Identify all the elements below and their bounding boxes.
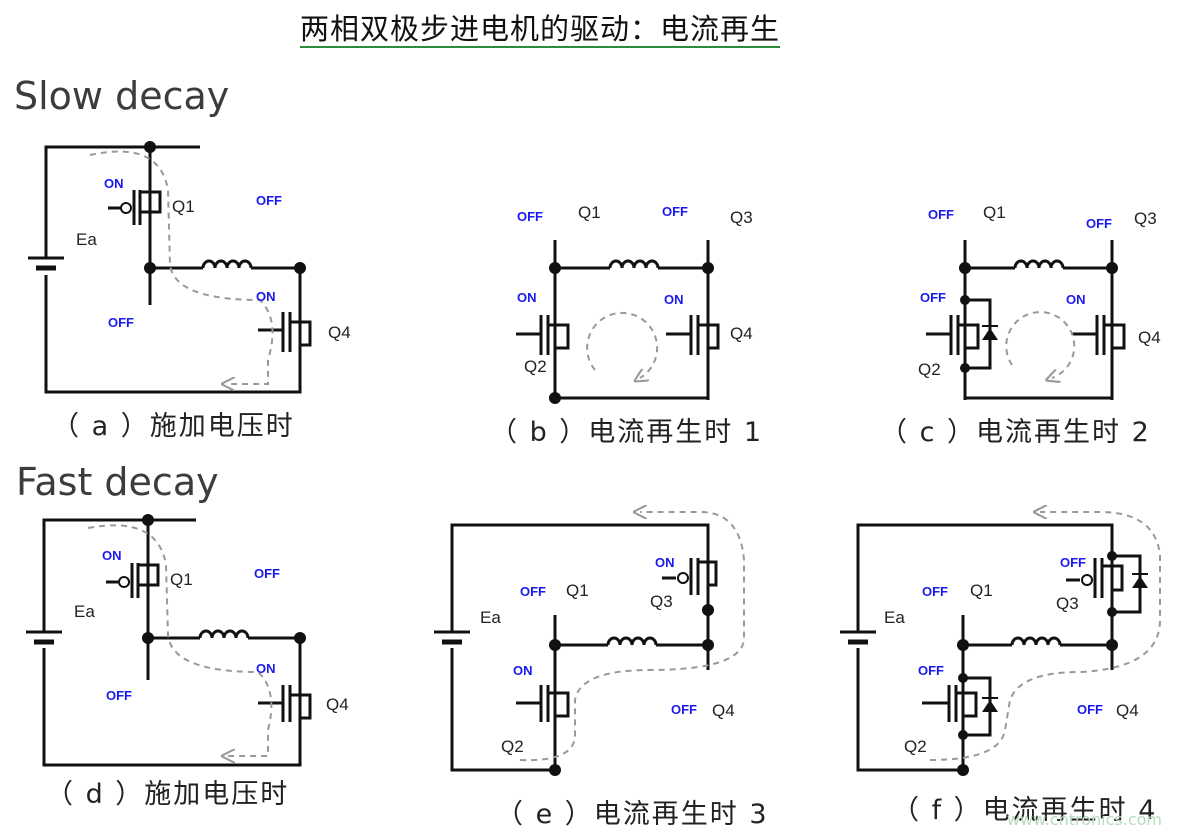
- label-q1-e: Q1: [566, 581, 589, 600]
- current-path-a: [89, 150, 274, 384]
- nodes-d: [142, 514, 306, 644]
- label-q1-d: Q1: [170, 570, 193, 589]
- coil-b: [608, 259, 660, 270]
- transistor-q4-a: [258, 312, 312, 352]
- battery-d: [26, 630, 62, 645]
- label-ea-d: Ea: [74, 602, 95, 621]
- state-q4-b: ON: [664, 292, 684, 307]
- state-q3-c: OFF: [1086, 216, 1112, 231]
- label-q4-c: Q4: [1138, 328, 1161, 347]
- caption-b: （ b ）电流再生时 1: [490, 417, 764, 448]
- label-ea-a: Ea: [76, 230, 97, 249]
- state-q4-d: ON: [256, 661, 276, 676]
- state-q3-d: OFF: [254, 566, 280, 581]
- label-q2-e: Q2: [501, 737, 524, 756]
- circuit-a: [44, 145, 302, 394]
- label-q2-f: Q2: [904, 737, 927, 756]
- state-q3-e: ON: [655, 555, 675, 570]
- state-q2-b: ON: [517, 290, 537, 305]
- section-slow-decay: Slow decay: [14, 74, 230, 118]
- current-loop-c: [1005, 311, 1076, 378]
- battery-a: [28, 256, 64, 271]
- label-ea-f: Ea: [884, 608, 905, 627]
- state-q3-a: OFF: [256, 193, 282, 208]
- state-q2-c: OFF: [920, 290, 946, 305]
- state-q2-f: OFF: [918, 663, 944, 678]
- circuit-f: [856, 523, 1142, 772]
- label-q1-c: Q1: [983, 203, 1006, 222]
- label-q3-b: Q3: [730, 208, 753, 227]
- diode-q2-f: [982, 700, 998, 712]
- caption-f: （ f ）电流再生时 4: [892, 795, 1158, 826]
- label-q3-f: Q3: [1056, 594, 1079, 613]
- state-q1-a: ON: [104, 176, 124, 191]
- gate-q3-e: [677, 572, 689, 584]
- current-path-e: [519, 512, 745, 762]
- diode-q3-f: [1132, 576, 1148, 588]
- coil-c: [1013, 259, 1065, 270]
- nodes-b: [549, 262, 714, 404]
- state-q3-b: OFF: [662, 204, 688, 219]
- caption-d: （ d ）施加电压时: [46, 779, 290, 810]
- label-q1-b: Q1: [578, 203, 601, 222]
- state-q3-f: OFF: [1060, 555, 1086, 570]
- gate-q1-d: [118, 576, 130, 588]
- watermark: www.cntronics.com: [1006, 810, 1162, 829]
- label-q4-f: Q4: [1116, 701, 1139, 720]
- coil-f: [1010, 636, 1062, 647]
- coil-a: [201, 259, 253, 270]
- circuit-e: [450, 523, 718, 772]
- state-q1-f: OFF: [922, 584, 948, 599]
- caption-c: （ c ）电流再生时 2: [880, 417, 1151, 448]
- caption-e: （ e ）电流再生时 3: [496, 799, 769, 830]
- battery-e: [434, 630, 470, 645]
- diode-c: [982, 328, 998, 340]
- figure-title: 两相双极步进电机的驱动：电流再生: [300, 6, 880, 48]
- current-path-d: [87, 524, 273, 756]
- state-q2-e: ON: [513, 663, 533, 678]
- coil-e: [606, 636, 658, 647]
- state-q2-d: OFF: [106, 688, 132, 703]
- state-q4-a: ON: [256, 289, 276, 304]
- label-ea-e: Ea: [480, 608, 501, 627]
- label-q4-d: Q4: [326, 695, 349, 714]
- transistor-q1-a: [108, 190, 162, 225]
- label-q3-c: Q3: [1134, 209, 1157, 228]
- coil-d: [198, 629, 250, 640]
- label-q4-b: Q4: [730, 324, 753, 343]
- label-q1-a: Q1: [172, 197, 195, 216]
- nodes-f: [957, 551, 1118, 776]
- state-q4-e: OFF: [671, 702, 697, 717]
- state-q1-d: ON: [102, 548, 122, 563]
- title-text: 两相双极步进电机的驱动：电流再生: [300, 12, 781, 48]
- label-q2-c: Q2: [918, 360, 941, 379]
- label-q2-b: Q2: [524, 357, 547, 376]
- label-q4-e: Q4: [712, 701, 735, 720]
- nodes-c: [959, 262, 1118, 373]
- battery-f: [840, 630, 876, 645]
- state-q1-e: OFF: [520, 584, 546, 599]
- state-q4-f: OFF: [1077, 702, 1103, 717]
- nodes-e: [549, 604, 714, 776]
- label-q3-e: Q3: [650, 592, 673, 611]
- state-q1-b: OFF: [517, 209, 543, 224]
- caption-a: （ a ）施加电压时: [52, 411, 295, 442]
- gate-q3-f: [1081, 574, 1093, 586]
- state-q4-c: ON: [1066, 292, 1086, 307]
- section-fast-decay: Fast decay: [16, 460, 219, 504]
- label-q4-a: Q4: [328, 323, 351, 342]
- circuit-d: [42, 518, 312, 767]
- state-q2-a: OFF: [108, 315, 134, 330]
- nodes-a: [144, 141, 306, 274]
- current-loop-b: [586, 311, 659, 378]
- label-q1-f: Q1: [970, 581, 993, 600]
- state-q1-c: OFF: [928, 207, 954, 222]
